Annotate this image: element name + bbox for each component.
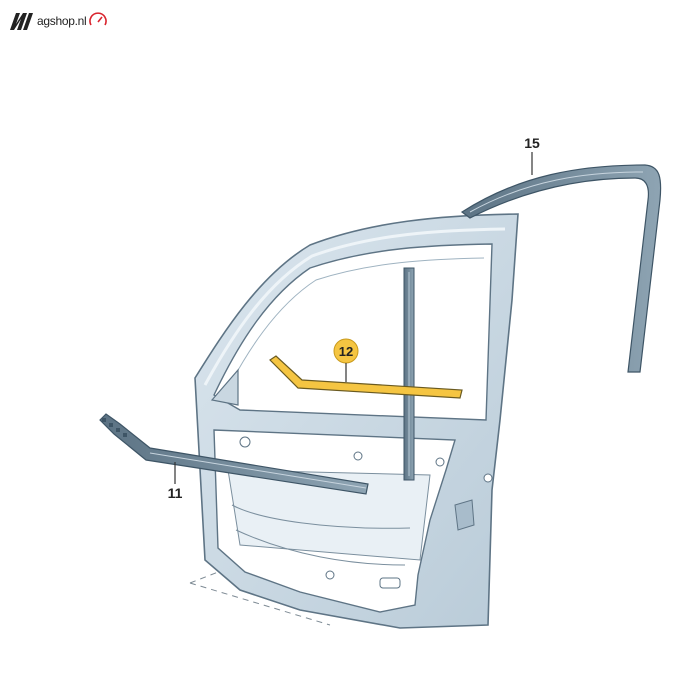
- part-15-frame-seal: [460, 164, 662, 373]
- logo-text: agshop.nl: [37, 14, 87, 28]
- brand-logo[interactable]: agshop.nl: [8, 8, 108, 34]
- part-12-inner-seal: [269, 355, 463, 399]
- callout-11-label: 11: [168, 485, 183, 501]
- callout-12-label: 12: [339, 344, 353, 359]
- callout-12: 12: [333, 338, 359, 382]
- callout-11: 11: [168, 462, 183, 501]
- door-body: [194, 213, 519, 629]
- gauge-icon: [89, 12, 108, 26]
- part-11-outer-seal: [99, 413, 369, 495]
- callout-15-label: 15: [524, 135, 540, 151]
- window-guide-seal: [403, 267, 415, 481]
- callout-15: 15: [524, 135, 540, 175]
- logo-mark-icon: [10, 13, 33, 30]
